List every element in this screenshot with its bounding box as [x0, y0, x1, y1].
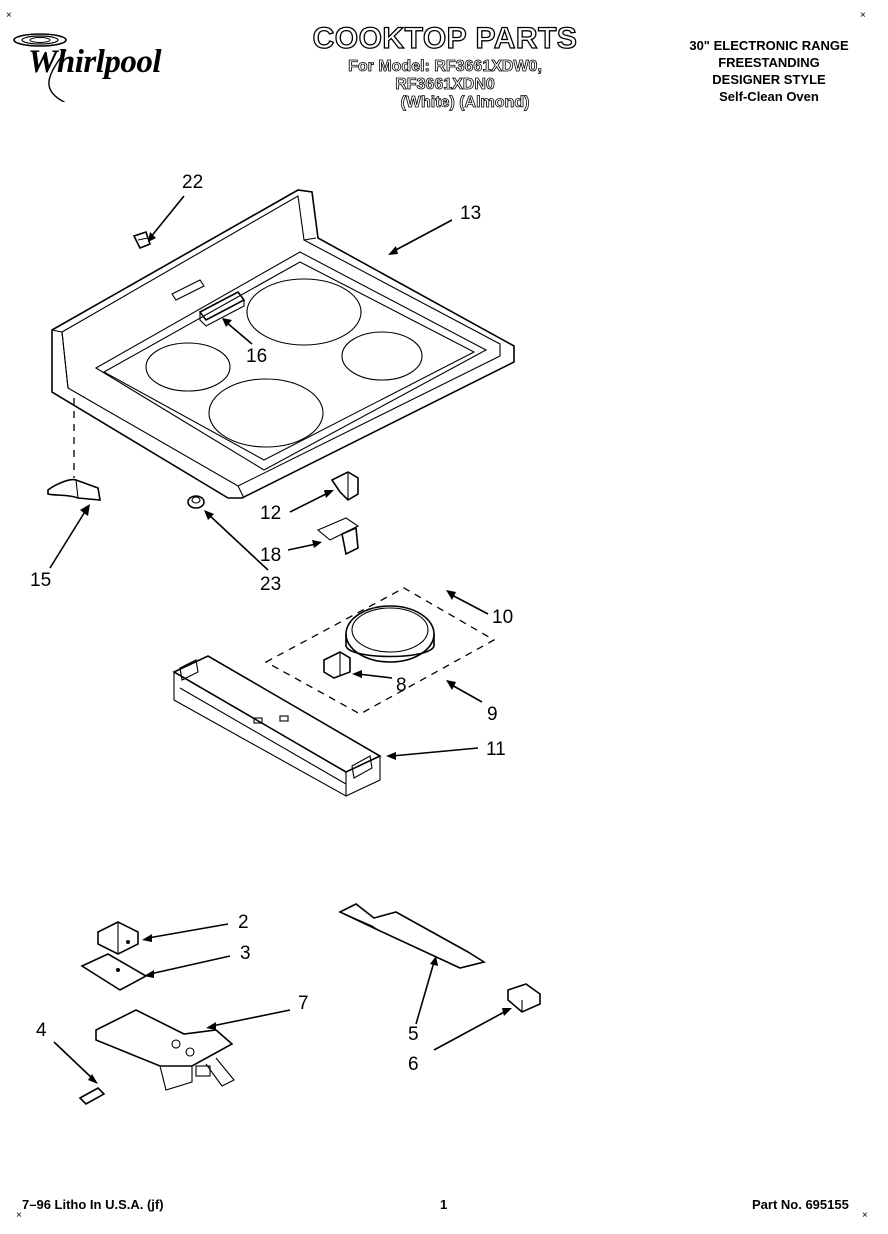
callout-13: 13 — [460, 203, 482, 224]
spec-line: DESIGNER STYLE — [712, 72, 826, 87]
part-18-bracket — [316, 517, 360, 556]
title-block: COOKTOP PARTS For Model: RF3661XDW0, RF3… — [300, 22, 590, 112]
callout-4: 4 — [36, 1020, 47, 1041]
callout-7: 7 — [298, 993, 309, 1014]
callout-16: 16 — [246, 346, 268, 367]
part-8-switch — [323, 651, 351, 679]
brand-name: Whirlpool — [28, 44, 162, 80]
part-6-connector — [507, 983, 541, 1013]
spec-line: 30" ELECTRONIC RANGE — [689, 38, 849, 53]
callout-6: 6 — [408, 1054, 419, 1075]
part-4-clip — [78, 1087, 106, 1105]
callout-5: 5 — [408, 1024, 419, 1045]
color-line: (White) (Almond) — [400, 94, 530, 112]
cooktop-assembly — [51, 189, 515, 499]
callout-22: 22 — [182, 172, 204, 193]
part-22-clip — [132, 230, 151, 250]
part-10-element — [345, 605, 435, 663]
spec-line: FREESTANDING — [718, 55, 820, 70]
part-15-terminal — [47, 478, 101, 501]
corner-mark: × — [860, 10, 866, 21]
callout-10: 10 — [492, 607, 514, 628]
callout-23: 23 — [260, 574, 282, 595]
callout-15: 15 — [30, 570, 52, 591]
footer-litho: 7–96 Litho In U.S.A. (jf) — [22, 1197, 164, 1212]
corner-mark: × — [16, 1210, 22, 1221]
part-11-support-bar — [172, 655, 382, 797]
callout-2: 2 — [238, 912, 249, 933]
swirl-logo-icon — [13, 33, 69, 105]
callout-9: 9 — [487, 704, 498, 725]
callout-11: 11 — [486, 739, 506, 760]
brand-logo: Whirlpool — [8, 30, 178, 105]
footer-part-number: Part No. 695155 — [752, 1197, 849, 1212]
corner-mark: × — [862, 1210, 868, 1221]
part-12-bracket — [330, 471, 359, 502]
footer-page-number: 1 — [440, 1197, 448, 1212]
corner-mark: × — [6, 10, 12, 21]
spec-block: 30" ELECTRONIC RANGE FREESTANDING DESIGN… — [660, 37, 878, 105]
part-23-grommet — [187, 495, 205, 509]
part-3-insulator — [80, 953, 148, 991]
page-title: COOKTOP PARTS — [312, 22, 578, 55]
part-7-bracket — [95, 1009, 235, 1091]
part-5-sensor — [338, 903, 487, 969]
spec-line: Self-Clean Oven — [719, 89, 819, 104]
part-2-switch — [97, 921, 139, 955]
callout-18: 18 — [260, 545, 282, 566]
model-line: For Model: RF3661XDW0, RF3661XDN0 — [348, 58, 543, 94]
callout-3: 3 — [240, 943, 251, 964]
callout-8: 8 — [396, 675, 407, 696]
callout-12: 12 — [260, 503, 282, 524]
